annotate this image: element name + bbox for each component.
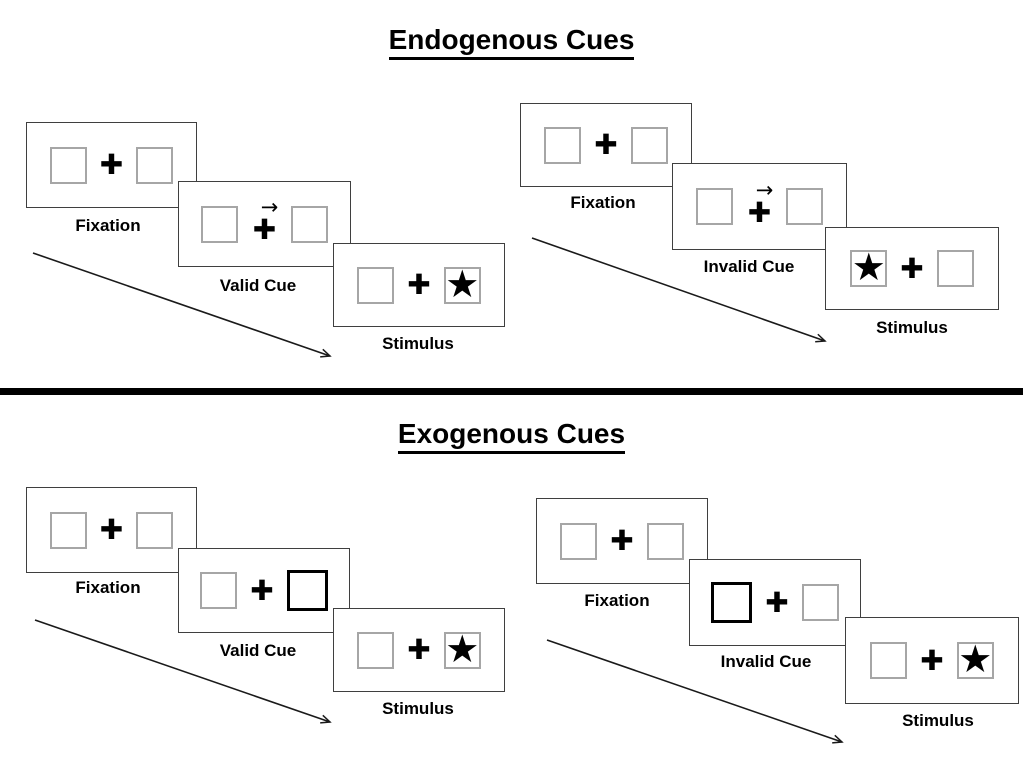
section-title-endogenous: Endogenous Cues xyxy=(0,24,1023,60)
fixation-cross: ✚ xyxy=(407,268,431,301)
right-box xyxy=(786,188,824,225)
exogenous-valid-fixation-panel: ✚ xyxy=(26,487,197,573)
endogenous-invalid-cue-panel: → ✚ xyxy=(672,163,847,250)
fixation-cross: ✚ xyxy=(99,148,124,181)
exogenous-valid-cue-panel: ✚ xyxy=(178,548,350,633)
fixation-cross: ✚ xyxy=(765,585,789,619)
left-box xyxy=(200,572,238,609)
panel-label-cue: Valid Cue xyxy=(219,641,297,660)
panel-label-stimulus: Stimulus xyxy=(876,318,948,337)
fixation-cross: ✚ xyxy=(250,573,274,607)
fixation-cross: ✚ xyxy=(407,633,431,666)
panel-label-stimulus: Stimulus xyxy=(382,334,454,353)
right-box-target: ★ xyxy=(443,626,481,671)
exogenous-invalid-stimulus-panel: ✚ ★ xyxy=(845,617,1019,704)
left-box-highlighted-cue xyxy=(711,582,753,623)
fixation-cross: ✚ xyxy=(920,643,944,677)
section-title-exogenous-text: Exogenous Cues xyxy=(397,418,626,454)
panel-label-fixation: Fixation xyxy=(584,591,650,610)
fixation-cross: ✚ xyxy=(900,251,924,285)
left-box xyxy=(357,631,395,669)
right-box xyxy=(646,522,684,560)
right-box-target: ★ xyxy=(956,637,994,681)
fixation-cross: ✚ xyxy=(610,524,634,557)
target-star-icon: ★ xyxy=(445,261,480,306)
fixation-cross: ✚ xyxy=(594,128,618,161)
panel-label-cue: Valid Cue xyxy=(219,276,297,295)
target-star-icon: ★ xyxy=(851,245,886,289)
target-star-icon: ★ xyxy=(445,626,480,671)
left-box xyxy=(49,511,87,549)
right-cue-arrow-icon: → xyxy=(260,195,279,219)
left-box xyxy=(357,266,395,304)
endogenous-invalid-fixation-panel: ✚ xyxy=(520,103,692,187)
endogenous-invalid-stimulus-panel: ★ ✚ xyxy=(825,227,999,310)
left-box xyxy=(870,642,908,679)
timeline-arrow-exogenous-invalid xyxy=(546,639,844,744)
exogenous-valid-stimulus-panel: ✚ ★ xyxy=(333,608,505,692)
target-star-icon: ★ xyxy=(958,637,993,681)
left-box xyxy=(544,126,582,164)
right-box-target: ★ xyxy=(443,261,481,306)
right-box-highlighted-cue xyxy=(286,570,328,611)
section-title-exogenous: Exogenous Cues xyxy=(0,418,1023,454)
timeline-arrow-endogenous-invalid xyxy=(531,237,827,343)
left-box xyxy=(560,522,598,560)
left-box xyxy=(49,146,87,184)
left-box xyxy=(200,205,238,243)
right-box xyxy=(630,126,668,164)
right-cue-arrow-icon: → xyxy=(755,177,774,202)
cue-center: → ✚ xyxy=(251,195,279,246)
section-divider xyxy=(0,388,1023,395)
panel-label-fixation: Fixation xyxy=(75,216,141,235)
exogenous-invalid-cue-panel: ✚ xyxy=(689,559,861,646)
left-box xyxy=(695,188,733,225)
panel-label-fixation: Fixation xyxy=(75,578,141,597)
panel-label-cue: Invalid Cue xyxy=(720,652,812,671)
right-box xyxy=(136,511,174,549)
right-box xyxy=(136,146,174,184)
right-box xyxy=(801,584,839,621)
fixation-cross: ✚ xyxy=(747,195,772,229)
panel-label-stimulus: Stimulus xyxy=(382,699,454,718)
endogenous-valid-stimulus-panel: ✚ ★ xyxy=(333,243,505,327)
panel-label-cue: Invalid Cue xyxy=(703,257,795,276)
section-title-endogenous-text: Endogenous Cues xyxy=(388,24,635,60)
panel-label-stimulus: Stimulus xyxy=(902,711,974,730)
panel-label-fixation: Fixation xyxy=(570,193,636,212)
left-box-target: ★ xyxy=(850,245,888,289)
endogenous-valid-cue-panel: → ✚ xyxy=(178,181,351,267)
right-box xyxy=(936,250,974,287)
right-box xyxy=(291,205,329,243)
exogenous-invalid-fixation-panel: ✚ xyxy=(536,498,708,584)
fixation-cross: ✚ xyxy=(252,213,277,246)
endogenous-valid-fixation-panel: ✚ xyxy=(26,122,197,208)
timeline-arrow-exogenous-valid xyxy=(34,619,332,724)
cue-center: → ✚ xyxy=(746,177,774,229)
fixation-cross: ✚ xyxy=(99,513,124,546)
timeline-arrow-endogenous-valid xyxy=(32,252,332,358)
